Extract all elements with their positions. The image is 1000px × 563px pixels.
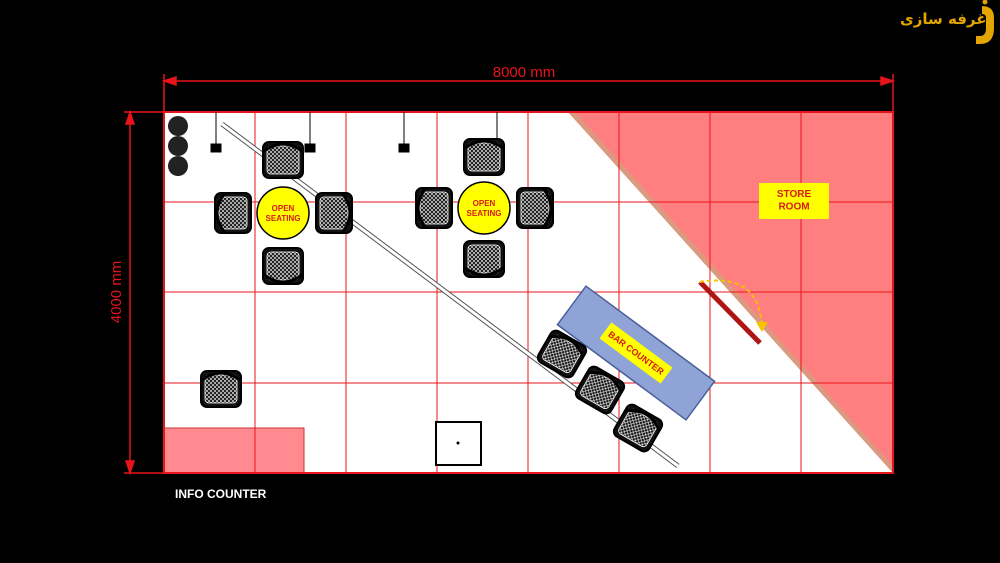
info-counter-desk [163,427,305,474]
label-line: ROOM [778,202,809,213]
door-swing-arc [699,279,763,329]
door-swing-arrow-icon [756,322,768,332]
info-counter-label: INFO COUNTER [175,487,267,501]
open-seating-set-1 [213,140,354,286]
label-line: OPEN [473,199,496,208]
store-room-label: STORE ROOM [777,189,812,213]
brand-logo-icon [976,0,994,44]
open-seating-set-2 [414,137,555,279]
floor-grid [164,112,893,473]
booth-outline [163,111,894,474]
brand-title: غرفه سازی [900,10,987,28]
label-line: STORE [777,189,812,200]
plant-icon [168,116,188,176]
bar-counter [556,285,716,421]
open-seating-table-2 [457,181,511,235]
label-line: SEATING [467,209,502,218]
label-line: OPEN [272,204,295,213]
store-room-door [698,280,762,345]
height-dimension-label: 4000 mm [108,261,125,324]
width-dimension [161,74,896,112]
display-plinth [435,421,482,466]
info-chair [199,369,243,409]
pendant-lights [210,112,503,153]
store-room-tag [759,183,829,219]
height-dimension [124,109,164,476]
width-dimension-label: 8000 mm [493,64,556,81]
label-line: SEATING [266,214,301,223]
open-seating-table-1 [256,186,310,240]
